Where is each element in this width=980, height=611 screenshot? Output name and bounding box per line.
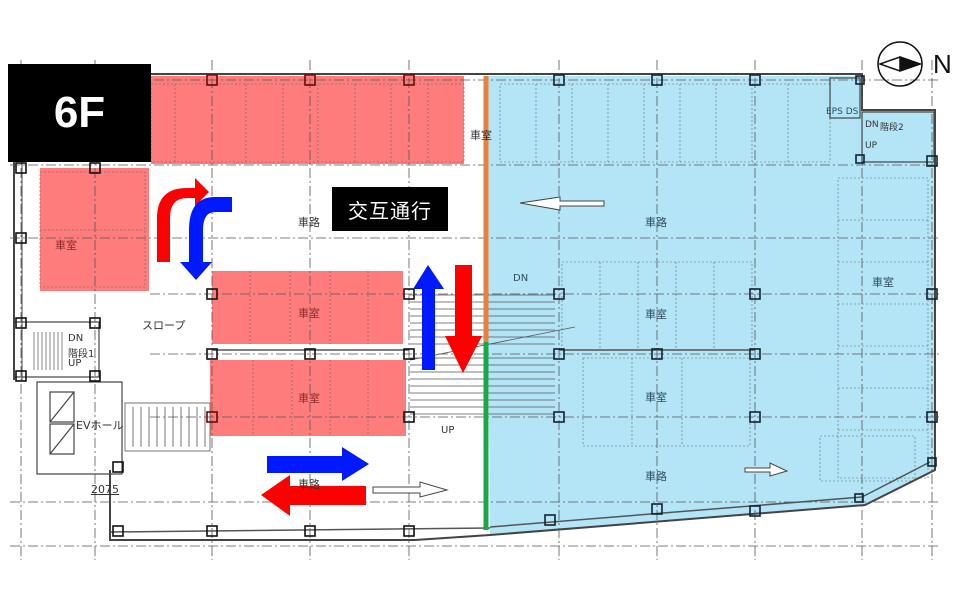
- eps-ds-label: EPS DS: [826, 107, 859, 117]
- floor-label: 6F: [8, 64, 151, 162]
- room-left-parking: 車室: [55, 239, 77, 252]
- road-upper-right: 車路: [645, 216, 667, 229]
- red-down-arrow: [445, 265, 482, 373]
- red-zone-mid-lower: [210, 360, 406, 436]
- stair2-dn: DN: [865, 120, 879, 130]
- stair1-dn: DN: [68, 333, 84, 344]
- blue-up-arrow: [413, 265, 444, 370]
- compass-icon: [877, 41, 923, 87]
- room-far-right-parking: 車室: [872, 276, 894, 289]
- room-top-parking: 車室: [470, 129, 492, 142]
- red-uturn-arrow: [157, 178, 209, 262]
- room-right-parking-upper: 車室: [645, 308, 667, 321]
- blue-zone: [486, 76, 935, 535]
- road-lower-right: 車路: [645, 470, 667, 483]
- ramp-dn-label: DN: [513, 273, 529, 284]
- red-zone-left: [40, 168, 149, 291]
- blue-uturn-arrow: [180, 197, 232, 280]
- red-left-arrow: [261, 475, 366, 516]
- room-mid-parking-upper: 車室: [298, 307, 320, 320]
- road-lower-left: 車路: [298, 478, 320, 491]
- stair1-up: UP: [68, 358, 82, 369]
- stair1-name: 階段1: [68, 349, 95, 360]
- stair2-name: 階段2: [880, 123, 904, 133]
- red-zone-mid-upper: [212, 271, 403, 344]
- dimension-2075: 2075: [91, 483, 119, 496]
- red-zone-top: [151, 76, 464, 164]
- slope-label: スロープ: [142, 319, 186, 332]
- alternate-traffic-notice: 交互通行: [332, 187, 448, 231]
- room-right-parking-lower: 車室: [645, 391, 667, 404]
- north-label: N: [933, 49, 952, 79]
- stair2-up: UP: [865, 141, 878, 151]
- ramp-up-label: UP: [441, 425, 455, 436]
- road-upper-left: 車路: [298, 216, 320, 229]
- blue-right-arrow: [267, 447, 369, 481]
- ev-hall-label: EVホール: [76, 419, 124, 432]
- room-mid-parking-lower: 車室: [298, 392, 320, 405]
